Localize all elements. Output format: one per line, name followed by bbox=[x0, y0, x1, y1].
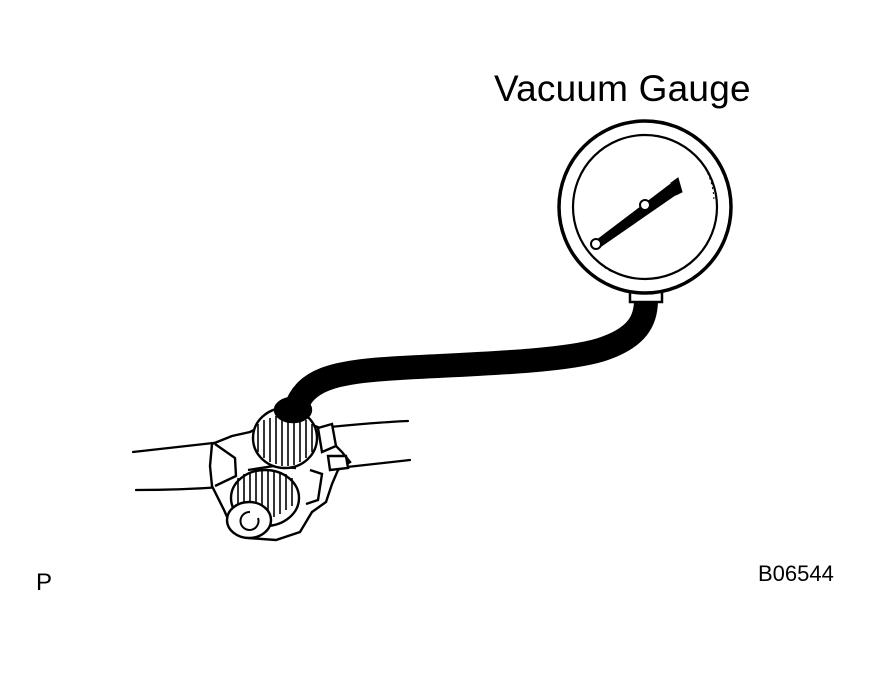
needle-pivot bbox=[639, 199, 651, 211]
needle-tail-dot bbox=[590, 238, 602, 250]
valve-assembly bbox=[208, 396, 352, 542]
figure-code: B06544 bbox=[758, 561, 834, 586]
hose-knob-ridges bbox=[257, 416, 313, 466]
vacuum-gauge bbox=[557, 119, 733, 295]
adjust-knob bbox=[225, 468, 301, 540]
hose-knob bbox=[251, 396, 319, 470]
corner-letter: P bbox=[36, 569, 53, 596]
vacuum-hose bbox=[283, 299, 658, 415]
gauge-label: Vacuum Gauge bbox=[494, 68, 751, 109]
gauge-shading bbox=[577, 159, 715, 273]
